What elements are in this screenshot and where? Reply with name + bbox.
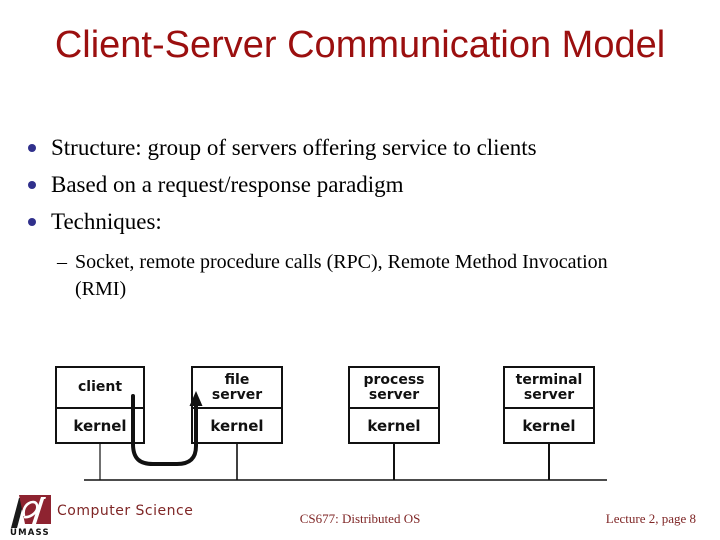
bullet-list: Structure: group of servers offering ser…: [28, 134, 688, 245]
footer-department: Computer Science: [57, 503, 194, 519]
list-item: Based on a request/response paradigm: [28, 171, 688, 199]
machine-label: file server: [193, 368, 281, 409]
kernel-label: kernel: [73, 416, 127, 435]
sub-list-item: – Socket, remote procedure calls (RPC), …: [57, 249, 620, 303]
machine-box-client: client kernel: [55, 366, 145, 444]
footer-page-number: Lecture 2, page 8: [605, 511, 696, 526]
list-item: Structure: group of servers offering ser…: [28, 134, 688, 162]
bullet-text: Structure: group of servers offering ser…: [51, 135, 537, 160]
sub-bullet-text: Socket, remote procedure calls (RPC), Re…: [75, 251, 608, 300]
machine-label: client: [57, 368, 143, 409]
kernel-label: kernel: [210, 416, 264, 435]
bullet-dot-icon: [28, 181, 36, 189]
kernel-label: kernel: [522, 416, 576, 435]
umass-logo-text: UMASS: [10, 528, 50, 538]
machine-box-terminal-server: terminal server kernel: [503, 366, 595, 444]
machine-label: process server: [350, 368, 438, 409]
machine-box-file-server: file server kernel: [191, 366, 283, 444]
machine-box-process-server: process server kernel: [348, 366, 440, 444]
sub-bullet-dash: –: [57, 251, 67, 273]
bullet-dot-icon: [28, 144, 36, 152]
machine-label: terminal server: [505, 368, 593, 409]
slide-title: Client-Server Communication Model: [54, 24, 666, 66]
umass-logo-icon: [11, 495, 51, 528]
bullet-text: Based on a request/response paradigm: [51, 172, 404, 197]
kernel-label: kernel: [367, 416, 421, 435]
bullet-text: Techniques:: [51, 209, 162, 234]
bullet-dot-icon: [28, 218, 36, 226]
umass-logo: UMASS: [10, 495, 52, 539]
list-item: Techniques:: [28, 208, 688, 236]
footer-course: CS677: Distributed OS: [299, 511, 421, 526]
